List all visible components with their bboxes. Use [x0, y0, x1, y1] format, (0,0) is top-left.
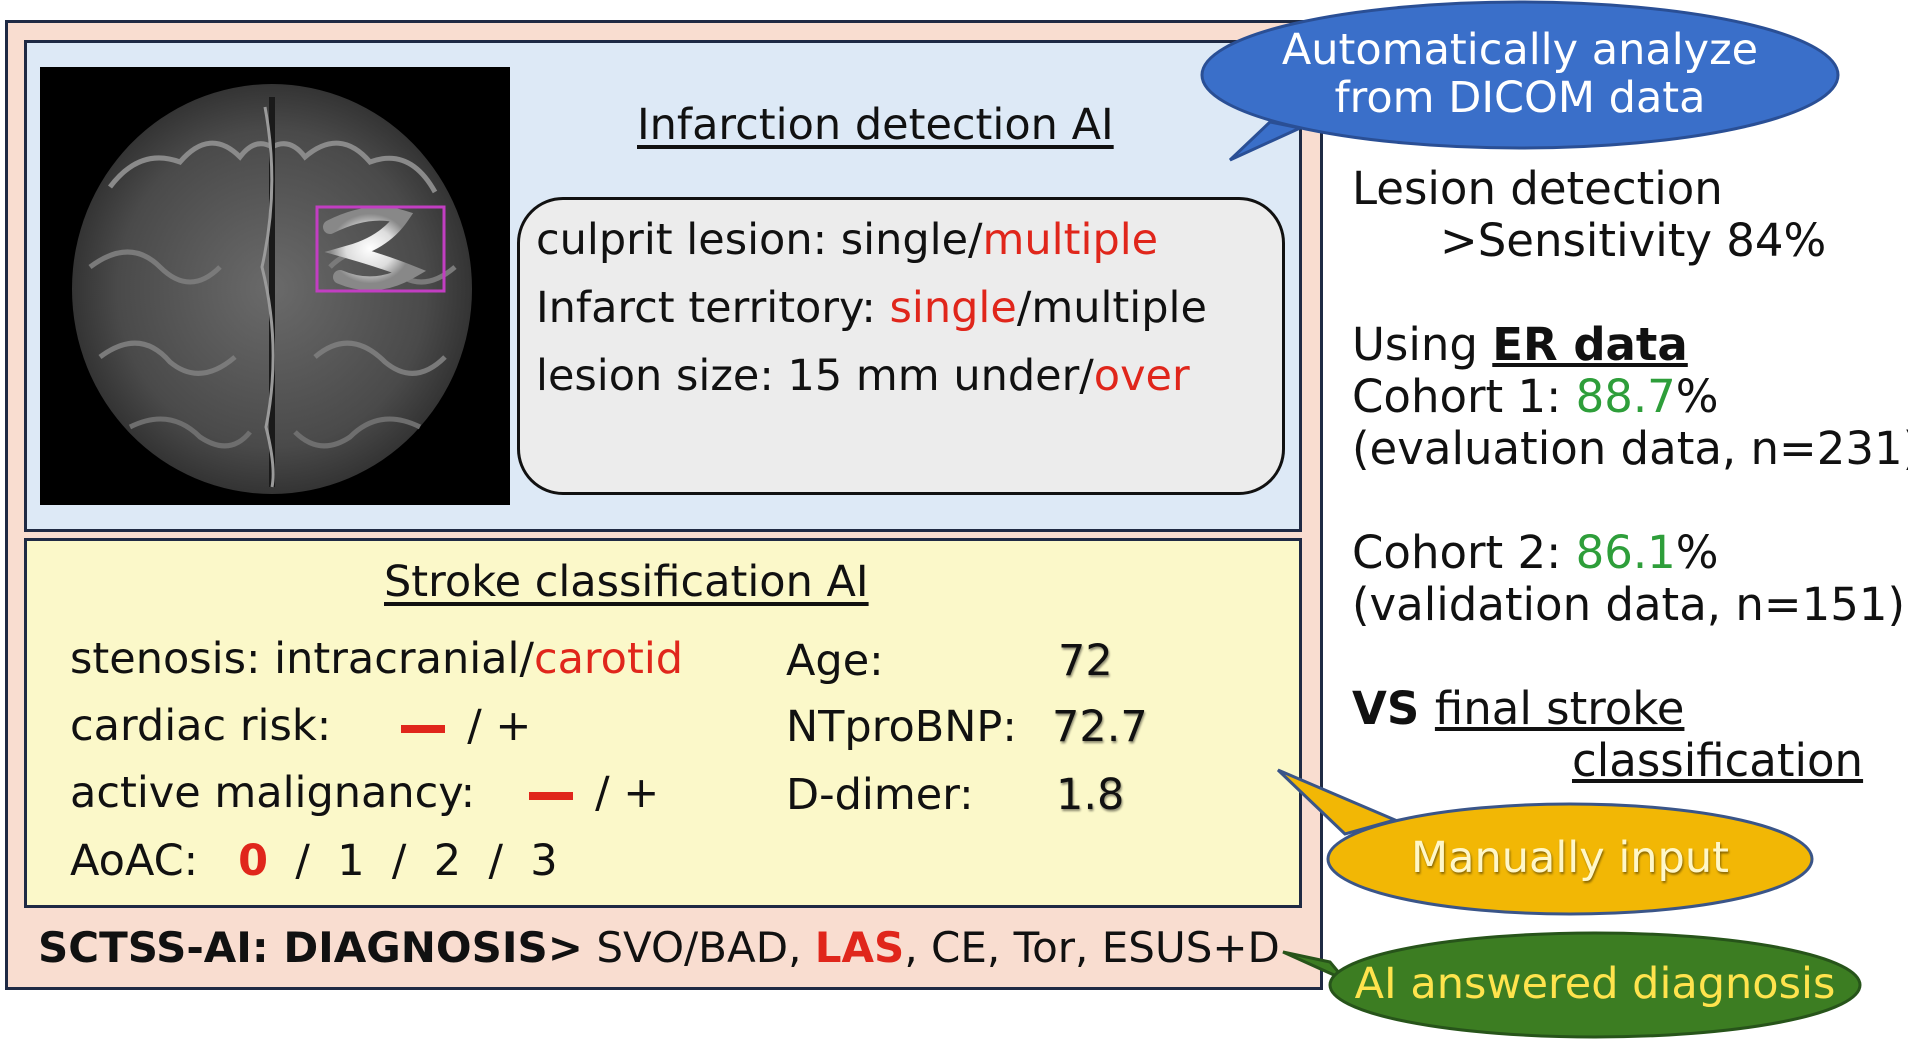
- ddimer-value: 1.8: [1056, 770, 1125, 820]
- cohort2-value: 86.1: [1575, 526, 1676, 579]
- using-er-data-line: Using ER data: [1352, 318, 1688, 371]
- er-data-label: ER data: [1492, 318, 1688, 371]
- lesion-findings-box: [517, 197, 1285, 495]
- manual-callout-bubble: [1326, 802, 1814, 916]
- answered-callout-text: AI answered diagnosis: [1354, 959, 1836, 1009]
- classification-text: classification: [1572, 734, 1864, 787]
- aoac-value: 0: [238, 836, 269, 886]
- culprit-lesion-value: multiple: [982, 215, 1159, 265]
- age-label: Age:: [786, 636, 884, 686]
- infarction-title: Infarction detection AI: [637, 100, 1114, 150]
- cohort2-line: Cohort 2: 86.1%: [1352, 526, 1719, 579]
- lesion-size-value: over: [1093, 351, 1190, 401]
- stenosis-line: stenosis: intracranial/carotid: [70, 634, 684, 684]
- sensitivity-text: >Sensitivity 84%: [1440, 214, 1827, 267]
- diagnosis-highlight: LAS: [814, 923, 905, 972]
- malignancy-line: active malignancy:/ +: [70, 768, 660, 818]
- stroke-panel: [24, 538, 1302, 908]
- cardiac-risk-line: cardiac risk:/ +: [70, 701, 532, 751]
- cardiac-risk-minus-mark: [401, 724, 446, 733]
- infarct-territory-line: Infarct territory: single/multiple: [536, 283, 1207, 333]
- diagnosis-prefix: SCTSS-AI: DIAGNOSIS>: [38, 923, 583, 972]
- stenosis-value: carotid: [533, 634, 684, 684]
- diagnosis-line: SCTSS-AI: DIAGNOSIS> SVO/BAD, LAS, CE, T…: [38, 923, 1280, 972]
- stroke-title: Stroke classification AI: [384, 557, 869, 607]
- culprit-lesion-line: culprit lesion: single/multiple: [536, 215, 1159, 265]
- ntprobnp-value: 72.7: [1052, 702, 1148, 752]
- mri-brain-image: [40, 67, 510, 505]
- lesion-bounding-box: [315, 205, 446, 293]
- dicom-callout-pointer: [1228, 120, 1305, 162]
- cohort2-note: (validation data, n=151): [1352, 578, 1906, 631]
- dicom-callout-text: Automatically analyze from DICOM data: [1281, 25, 1759, 123]
- ddimer-label: D-dimer:: [786, 770, 974, 820]
- dicom-callout-bubble: [1200, 0, 1840, 150]
- cohort1-line: Cohort 1: 88.7%: [1352, 370, 1719, 423]
- cohort1-note: (evaluation data, n=231): [1352, 422, 1908, 475]
- vs-final-line: VS final stroke: [1352, 682, 1685, 735]
- cohort1-value: 88.7: [1575, 370, 1676, 423]
- manual-callout-text: Manually input: [1411, 833, 1729, 883]
- ntprobnp-label: NTproBNP:: [786, 702, 1017, 752]
- lesion-detection-title: Lesion detection: [1352, 162, 1723, 215]
- aoac-line: AoAC:0 / 1 / 2 / 3: [70, 836, 558, 886]
- infarct-territory-value: single: [889, 283, 1017, 333]
- lesion-size-line: lesion size: 15 mm under/over: [536, 351, 1190, 401]
- answered-callout-bubble: [1328, 931, 1862, 1039]
- age-value: 72: [1058, 636, 1113, 686]
- malignancy-minus-mark: [529, 791, 574, 800]
